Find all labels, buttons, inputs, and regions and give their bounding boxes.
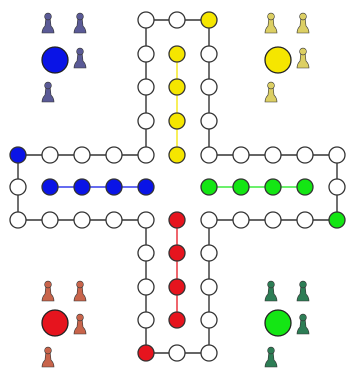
- track-field[interactable]: [168, 11, 186, 29]
- green-home: [264, 280, 310, 368]
- green-finish-field[interactable]: [296, 178, 314, 196]
- pawn-icon[interactable]: [41, 346, 55, 368]
- blue-start-field[interactable]: [9, 146, 27, 164]
- track-field[interactable]: [296, 146, 314, 164]
- red-player-disc-icon: [41, 309, 69, 337]
- blue-finish-field[interactable]: [73, 178, 91, 196]
- yellow-finish-field[interactable]: [168, 45, 186, 63]
- pawn-icon[interactable]: [41, 280, 55, 302]
- green-finish-field[interactable]: [264, 178, 282, 196]
- pawn-icon[interactable]: [264, 12, 278, 34]
- blue-finish-field[interactable]: [105, 178, 123, 196]
- yellow-start-field[interactable]: [200, 11, 218, 29]
- track-field[interactable]: [137, 45, 155, 63]
- track-field[interactable]: [137, 11, 155, 29]
- track-field[interactable]: [41, 211, 59, 229]
- track-field[interactable]: [73, 211, 91, 229]
- track-field[interactable]: [200, 344, 218, 362]
- finish-lane-lines: [50, 54, 305, 320]
- pawn-icon[interactable]: [73, 313, 87, 335]
- pawn-icon[interactable]: [41, 81, 55, 103]
- green-player-disc-icon: [264, 309, 292, 337]
- track-field[interactable]: [137, 78, 155, 96]
- blue-player-disc-icon: [41, 46, 69, 74]
- track-field[interactable]: [264, 146, 282, 164]
- pawn-icon[interactable]: [296, 280, 310, 302]
- green-start-field[interactable]: [328, 211, 346, 229]
- pawn-icon[interactable]: [264, 280, 278, 302]
- track-field[interactable]: [232, 211, 250, 229]
- track-field[interactable]: [105, 211, 123, 229]
- track-field[interactable]: [137, 278, 155, 296]
- track-field[interactable]: [200, 45, 218, 63]
- pawn-icon[interactable]: [296, 12, 310, 34]
- pawn-icon[interactable]: [73, 12, 87, 34]
- track-field[interactable]: [232, 146, 250, 164]
- track-field[interactable]: [200, 146, 218, 164]
- red-finish-field[interactable]: [168, 311, 186, 329]
- track-field[interactable]: [9, 211, 27, 229]
- pawn-icon[interactable]: [73, 47, 87, 69]
- yellow-player-disc-icon: [264, 46, 292, 74]
- yellow-finish-field[interactable]: [168, 146, 186, 164]
- track-field[interactable]: [200, 211, 218, 229]
- yellow-home: [264, 12, 310, 103]
- board-fields: [9, 11, 346, 362]
- blue-finish-field[interactable]: [137, 178, 155, 196]
- track-field[interactable]: [137, 311, 155, 329]
- pawn-icon[interactable]: [73, 280, 87, 302]
- blue-finish-field[interactable]: [41, 178, 59, 196]
- red-start-field[interactable]: [137, 344, 155, 362]
- track-field[interactable]: [200, 278, 218, 296]
- pawn-icon[interactable]: [264, 346, 278, 368]
- pawn-icon[interactable]: [41, 12, 55, 34]
- track-field[interactable]: [137, 211, 155, 229]
- red-finish-field[interactable]: [168, 211, 186, 229]
- green-finish-field[interactable]: [200, 178, 218, 196]
- green-finish-field[interactable]: [232, 178, 250, 196]
- home-areas: [41, 12, 310, 368]
- red-home: [41, 280, 87, 368]
- track-field[interactable]: [328, 146, 346, 164]
- track-field[interactable]: [264, 211, 282, 229]
- red-finish-field[interactable]: [168, 244, 186, 262]
- red-finish-field[interactable]: [168, 278, 186, 296]
- track-field[interactable]: [73, 146, 91, 164]
- track-field[interactable]: [200, 311, 218, 329]
- track-field[interactable]: [200, 78, 218, 96]
- track-field[interactable]: [296, 211, 314, 229]
- track-field[interactable]: [328, 178, 346, 196]
- yellow-finish-field[interactable]: [168, 112, 186, 130]
- blue-home: [41, 12, 87, 103]
- track-field[interactable]: [137, 112, 155, 130]
- yellow-finish-field[interactable]: [168, 78, 186, 96]
- track-field[interactable]: [200, 244, 218, 262]
- track-field[interactable]: [41, 146, 59, 164]
- pawn-icon[interactable]: [296, 47, 310, 69]
- track-field[interactable]: [9, 178, 27, 196]
- track-field[interactable]: [168, 344, 186, 362]
- pawn-icon[interactable]: [264, 81, 278, 103]
- track-field[interactable]: [200, 112, 218, 130]
- pawn-icon[interactable]: [296, 313, 310, 335]
- track-field[interactable]: [137, 146, 155, 164]
- track-field[interactable]: [105, 146, 123, 164]
- track-field[interactable]: [137, 244, 155, 262]
